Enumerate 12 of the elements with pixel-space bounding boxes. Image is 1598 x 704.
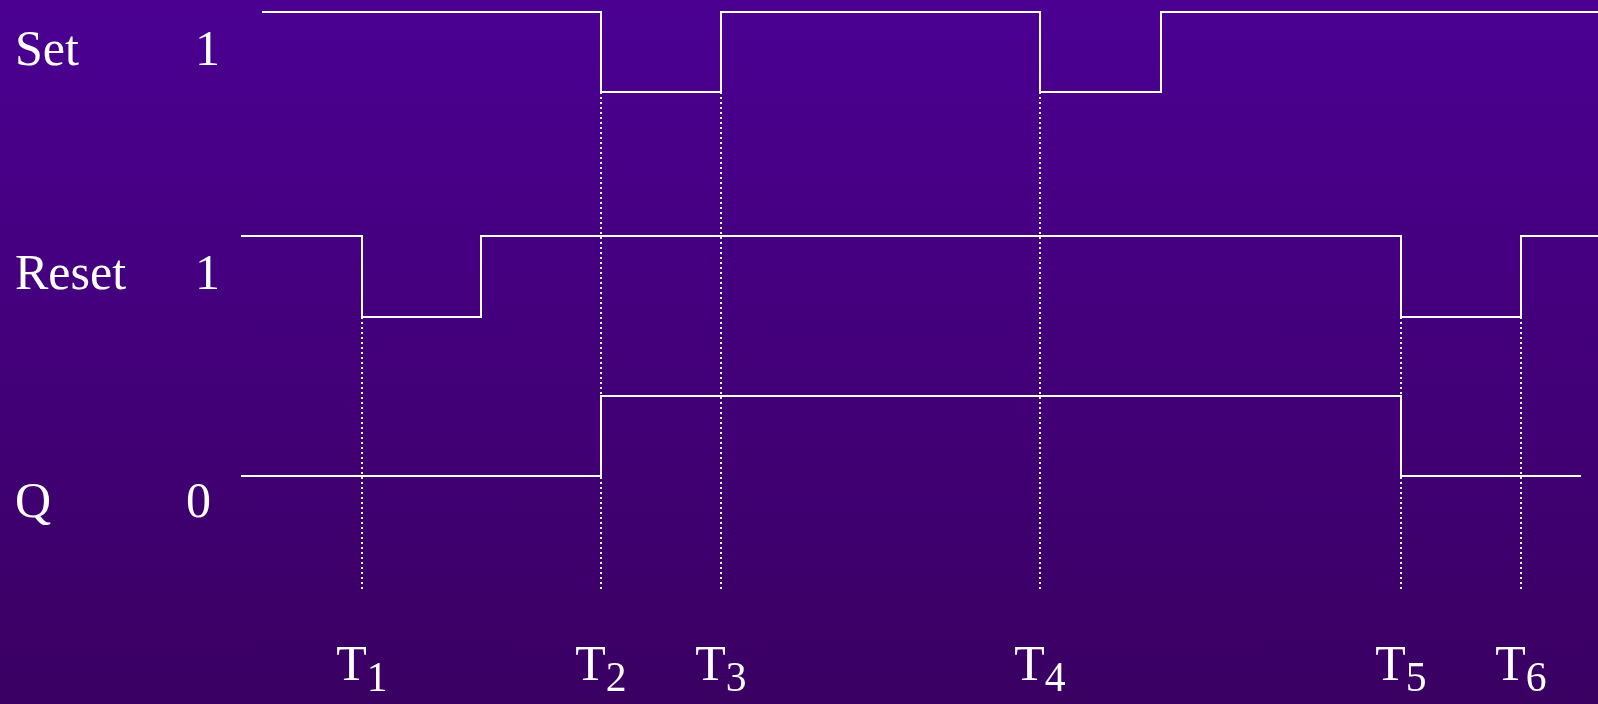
level-label: 1 [195, 23, 220, 73]
signal-label: Q [15, 475, 52, 525]
time-label: T$_{6}$ [1495, 637, 1547, 699]
level-label: 1 [195, 247, 220, 297]
time-label: T$_{2}$ [575, 637, 627, 699]
level-label: 0 [186, 475, 211, 525]
time-label: T$_{5}$ [1375, 637, 1427, 699]
time-label: T$_{4}$ [1014, 637, 1066, 699]
time-label: T$_{1}$ [336, 637, 388, 699]
signal-label: Reset [15, 247, 127, 297]
time-label: T$_{3}$ [695, 637, 747, 699]
signal-label: Set [15, 23, 79, 73]
